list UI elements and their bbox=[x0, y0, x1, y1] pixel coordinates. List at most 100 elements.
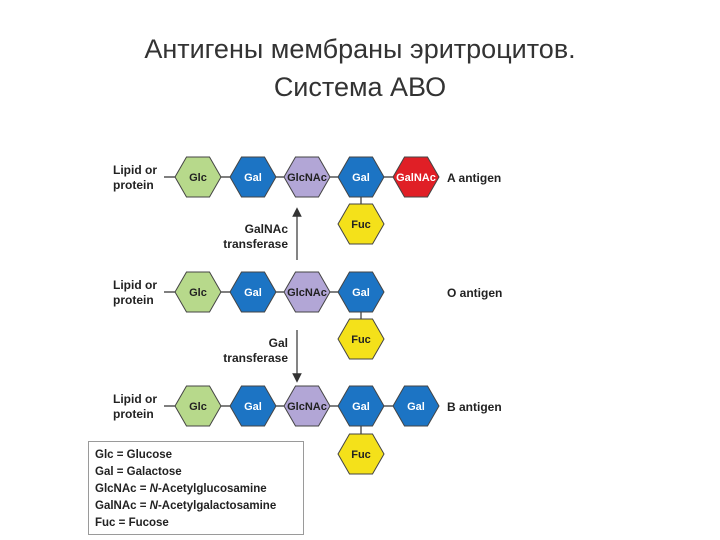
hexagon-shape bbox=[283, 271, 331, 313]
anchor-label-line: Lipid or bbox=[113, 392, 157, 406]
legend-name: Galactose bbox=[126, 466, 182, 478]
legend-equals: = bbox=[115, 517, 129, 529]
hexagon-shape bbox=[337, 271, 385, 313]
hexagon-shape bbox=[174, 271, 222, 313]
hexagon-shape bbox=[392, 385, 440, 427]
sugar-label: Gal bbox=[407, 401, 425, 413]
legend-entry-fuc: Fuc = Fucose bbox=[95, 515, 303, 532]
sugar-gal-hexagon: Gal bbox=[337, 385, 385, 427]
enzyme-label-line: transferase bbox=[223, 237, 288, 251]
sugar-galnac-hexagon: GalNAc bbox=[392, 156, 440, 198]
anchor-label-line: Lipid or bbox=[113, 278, 157, 292]
sugar-label: GlcNAc bbox=[287, 401, 327, 413]
legend-name: -Acetylgalactosamine bbox=[157, 500, 277, 512]
sugar-label: GlcNAc bbox=[287, 172, 327, 184]
anchor-label-line: protein bbox=[113, 178, 154, 192]
slide-title: Антигены мембраны эритроцитов. Система А… bbox=[0, 30, 720, 106]
enzyme-label-line: Gal bbox=[269, 336, 288, 350]
hexagon-shape bbox=[337, 203, 385, 245]
sugar-glc-hexagon: Glc bbox=[174, 271, 222, 313]
sugar-label: Gal bbox=[352, 172, 370, 184]
sugar-glcnac-hexagon: GlcNAc bbox=[283, 156, 331, 198]
anchor-label-line: protein bbox=[113, 293, 154, 307]
sugar-glc-hexagon: Glc bbox=[174, 385, 222, 427]
legend-name: Glucose bbox=[126, 449, 173, 461]
sugar-label: Fuc bbox=[351, 449, 371, 461]
hexagon-shape bbox=[337, 433, 385, 475]
hexagon-shape bbox=[229, 156, 277, 198]
legend-name: Fucose bbox=[128, 517, 169, 529]
legend-abbr: GalNAc bbox=[95, 500, 137, 512]
sugar-label: Gal bbox=[352, 401, 370, 413]
legend-equals: = bbox=[136, 483, 150, 495]
hexagon-shape bbox=[283, 156, 331, 198]
sugar-gal-hexagon: Gal bbox=[229, 271, 277, 313]
sugar-fuc-hexagon: Fuc bbox=[337, 318, 385, 360]
legend-entry-gal: Gal = Galactose bbox=[95, 464, 303, 481]
hexagon-shape bbox=[337, 156, 385, 198]
hexagon-shape bbox=[229, 271, 277, 313]
sugar-gal-hexagon: Gal bbox=[337, 271, 385, 313]
enzyme-label-line: transferase bbox=[223, 351, 288, 365]
sugar-label: Gal bbox=[244, 172, 262, 184]
sugar-gal-hexagon: Gal bbox=[229, 385, 277, 427]
sugar-glcnac-hexagon: GlcNAc bbox=[283, 385, 331, 427]
hexagon-shape bbox=[174, 156, 222, 198]
sugar-label: Gal bbox=[244, 287, 262, 299]
sugar-label: Glc bbox=[189, 172, 207, 184]
title-line-2: Система АВО bbox=[273, 72, 447, 102]
antigen-label: O antigen bbox=[447, 286, 502, 300]
legend-entry-glc: Glc = Glucose bbox=[95, 447, 303, 464]
legend-abbr: Fuc bbox=[95, 517, 116, 529]
sugar-label: Gal bbox=[352, 287, 370, 299]
antigen-label: B antigen bbox=[447, 400, 502, 414]
sugar-label: Fuc bbox=[351, 219, 371, 231]
legend-entry-glcnac: GlcNAc = N-Acetylglucosamine bbox=[95, 481, 303, 498]
sugar-label: Glc bbox=[189, 287, 207, 299]
legend-abbr: Gal bbox=[95, 466, 114, 478]
sugar-gal-hexagon: Gal bbox=[337, 156, 385, 198]
sugar-label: Glc bbox=[189, 401, 207, 413]
hexagon-shape bbox=[283, 385, 331, 427]
sugar-label: Fuc bbox=[351, 334, 371, 346]
antigen-label: A antigen bbox=[447, 171, 501, 185]
hexagon-shape bbox=[174, 385, 222, 427]
hexagon-shape bbox=[337, 385, 385, 427]
sugar-label: GlcNAc bbox=[287, 287, 327, 299]
legend-equals: = bbox=[136, 500, 150, 512]
enzyme-label-line: GalNAc bbox=[245, 222, 289, 236]
legend-abbr: Glc bbox=[95, 449, 114, 461]
legend-entry-galnac: GalNAc = N-Acetylgalactosamine bbox=[95, 498, 303, 515]
anchor-label-line: protein bbox=[113, 407, 154, 421]
sugar-fuc-hexagon: Fuc bbox=[337, 433, 385, 475]
legend-name: -Acetylglucosamine bbox=[157, 483, 267, 495]
anchor-label-line: Lipid or bbox=[113, 163, 157, 177]
legend-equals: = bbox=[113, 449, 127, 461]
sugar-gal-hexagon: Gal bbox=[392, 385, 440, 427]
hexagon-shape bbox=[337, 318, 385, 360]
hexagon-shape bbox=[392, 156, 440, 198]
sugar-label: GalNAc bbox=[396, 172, 436, 184]
legend-italic-prefix: N bbox=[149, 483, 158, 495]
legend-equals: = bbox=[113, 466, 127, 478]
sugar-fuc-hexagon: Fuc bbox=[337, 203, 385, 245]
sugar-label: Gal bbox=[244, 401, 262, 413]
title-line-1: Антигены мембраны эритроцитов. bbox=[144, 34, 576, 64]
sugar-gal-hexagon: Gal bbox=[229, 156, 277, 198]
sugar-glc-hexagon: Glc bbox=[174, 156, 222, 198]
